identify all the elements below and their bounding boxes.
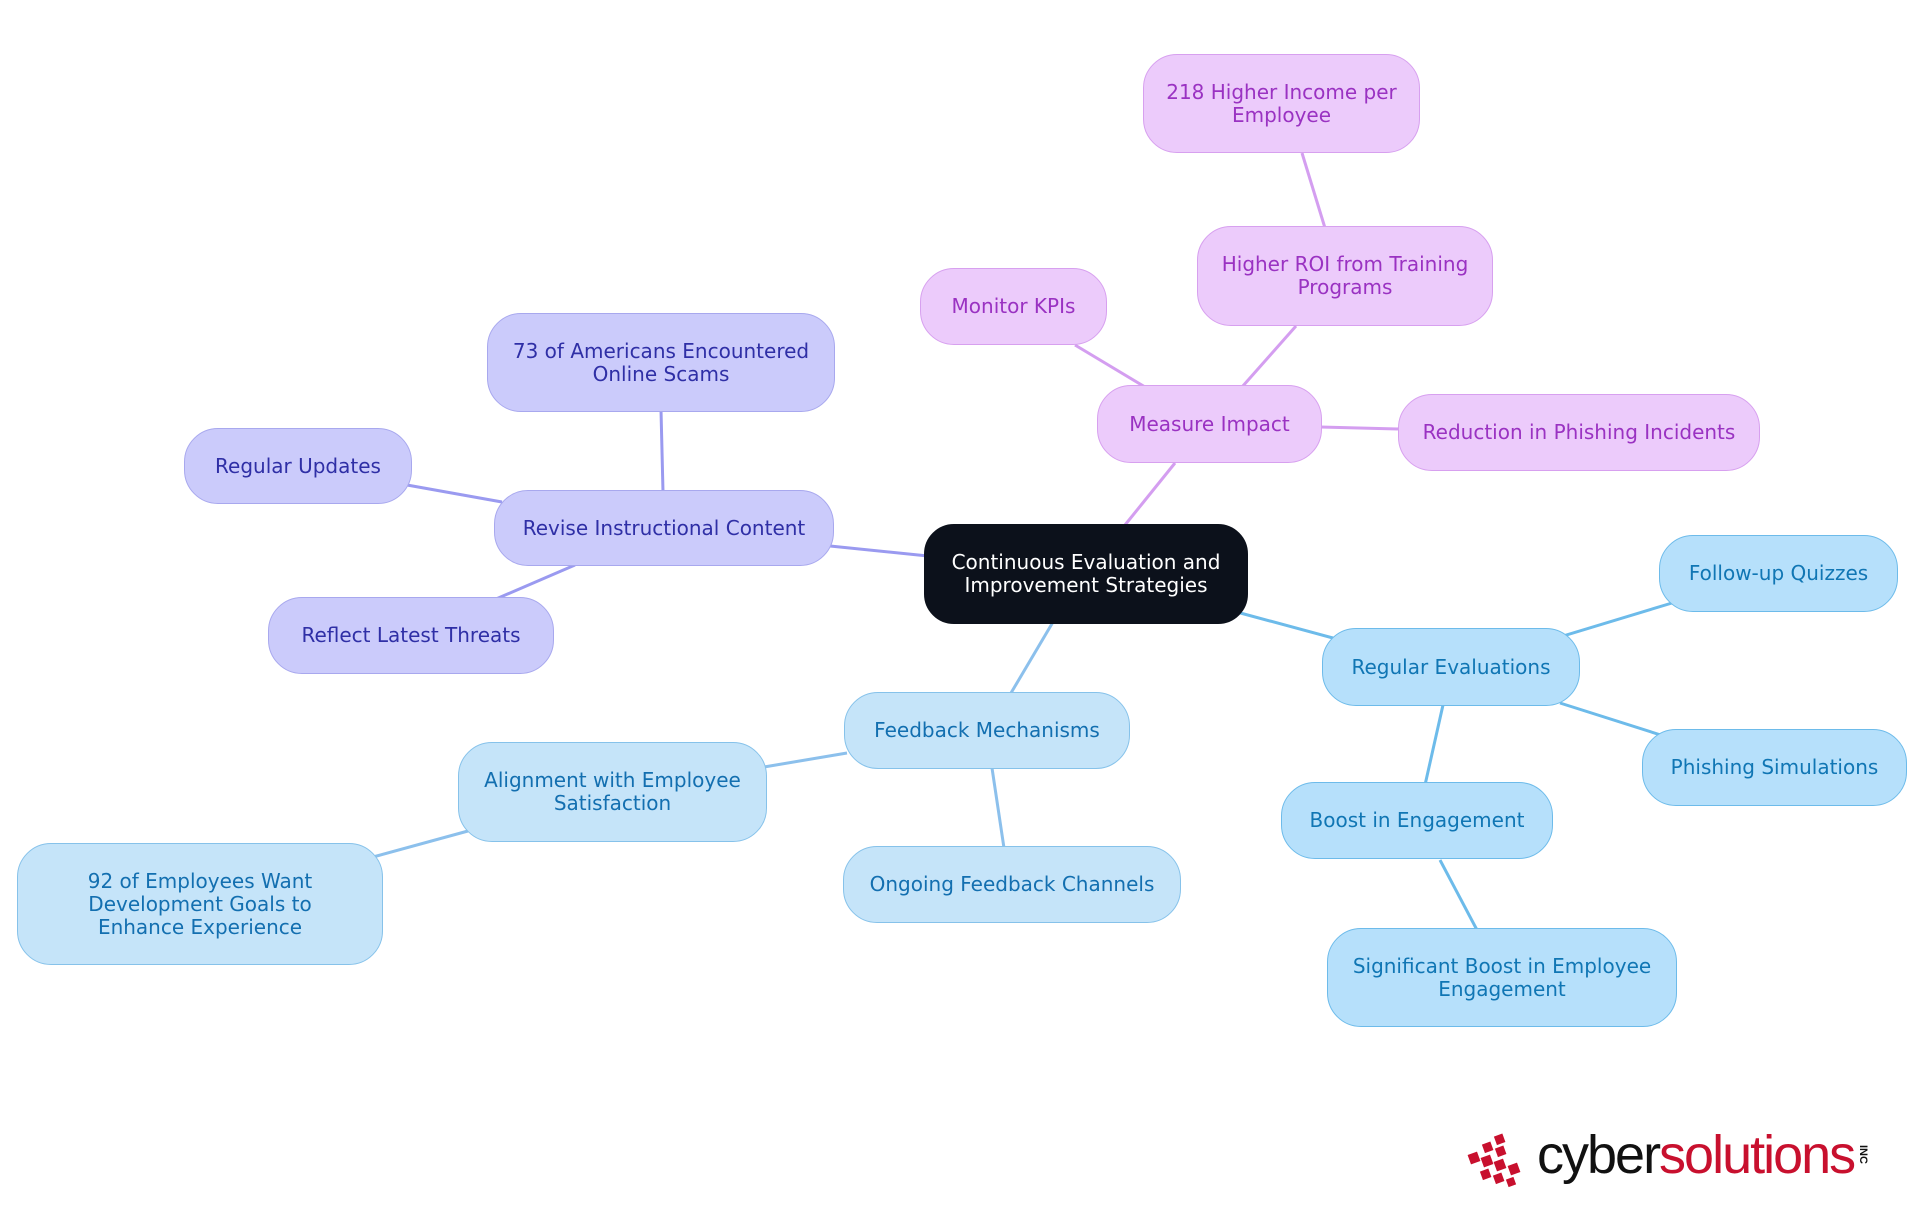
node-alignment-satisfaction[interactable]: Alignment with Employee Satisfaction [458, 742, 767, 842]
node-label: Significant Boost in Employee Engagement [1352, 953, 1652, 1001]
link-feedback-alignment [763, 751, 848, 769]
node-label: Feedback Mechanisms [874, 718, 1100, 742]
node-label: Alignment with Employee Satisfaction [484, 768, 741, 815]
node-label: Phishing Simulations [1670, 755, 1879, 779]
link-evaluations-quizzes [1562, 601, 1673, 638]
node-employees-development[interactable]: 92 of Employees Want Development Goals t… [17, 843, 383, 965]
node-feedback-mechanisms[interactable]: Feedback Mechanisms [844, 692, 1130, 769]
node-label: 218 Higher Income per Employee [1166, 79, 1397, 127]
link-impact-roi [1240, 325, 1298, 388]
node-higher-roi[interactable]: Higher ROI from Training Programs [1197, 226, 1493, 326]
node-label: 92 of Employees Want Development Goals t… [87, 868, 313, 939]
node-label: Revise Instructional Content [522, 515, 806, 540]
node-follow-up-quizzes[interactable]: Follow-up Quizzes [1659, 535, 1898, 612]
link-root-feedback [1009, 621, 1055, 694]
node-ongoing-feedback[interactable]: Ongoing Feedback Channels [843, 846, 1181, 923]
logo-inc-text: INC [1857, 1145, 1869, 1164]
link-impact-phishing [1319, 425, 1401, 431]
link-roi-income [1300, 152, 1327, 229]
links-azure [372, 621, 1055, 859]
node-label: Regular Evaluations [1351, 654, 1551, 679]
link-root-revise [829, 544, 929, 558]
node-higher-income[interactable]: 218 Higher Income per Employee [1143, 54, 1420, 153]
node-label: Measure Impact [1129, 411, 1290, 436]
root-node[interactable]: Continuous Evaluation and Improvement St… [924, 524, 1248, 624]
node-label: Higher ROI from Training Programs [1221, 252, 1469, 299]
link-feedback-ongoing [990, 767, 1006, 849]
link-revise-scams [659, 409, 665, 493]
node-label: Regular Updates [215, 453, 381, 478]
node-regular-evaluations[interactable]: Regular Evaluations [1322, 628, 1580, 706]
node-label: Reduction in Phishing Incidents [1422, 420, 1736, 444]
node-label: Monitor KPIs [951, 294, 1076, 318]
links-violet [1074, 152, 1401, 526]
node-boost-engagement[interactable]: Boost in Engagement [1281, 782, 1553, 859]
node-monitor-kpis[interactable]: Monitor KPIs [920, 268, 1107, 345]
link-evaluations-boost [1423, 704, 1445, 786]
node-reduction-phishing[interactable]: Reduction in Phishing Incidents [1398, 394, 1760, 471]
link-revise-threats [495, 563, 576, 601]
node-measure-impact[interactable]: Measure Impact [1097, 385, 1322, 463]
logo-wordmark: cybersolutions [1537, 1123, 1856, 1187]
link-boost-significant [1438, 859, 1479, 931]
node-label: 73 of Americans Encountered Online Scams [512, 338, 810, 386]
node-label: Follow-up Quizzes [1688, 561, 1869, 585]
link-revise-updates [406, 483, 503, 504]
node-phishing-simulations[interactable]: Phishing Simulations [1642, 729, 1907, 806]
node-label: Ongoing Feedback Channels [869, 872, 1155, 896]
links-indigo [406, 409, 929, 601]
node-label: Reflect Latest Threats [301, 623, 521, 647]
link-impact-kpis [1074, 343, 1146, 389]
node-regular-updates[interactable]: Regular Updates [184, 428, 412, 504]
link-evaluations-simulations [1559, 701, 1668, 739]
logo-cyber-text: cyber [1537, 1125, 1661, 1185]
link-root-evaluations [1232, 609, 1334, 640]
cybersolutions-logo: cybersolutions INC [1465, 1123, 1885, 1193]
link-alignment-92 [372, 829, 469, 859]
node-label: Boost in Engagement [1309, 808, 1525, 832]
root-label: Continuous Evaluation and Improvement St… [951, 550, 1221, 597]
node-significant-boost[interactable]: Significant Boost in Employee Engagement [1327, 928, 1677, 1027]
red-cube-mark-icon [1467, 1133, 1521, 1188]
links-sky [1232, 601, 1673, 931]
link-root-impact [1123, 462, 1177, 526]
node-americans-scams[interactable]: 73 of Americans Encountered Online Scams [487, 313, 835, 412]
node-revise-instructional-content[interactable]: Revise Instructional Content [494, 490, 834, 566]
node-reflect-latest-threats[interactable]: Reflect Latest Threats [268, 597, 554, 674]
logo-solutions-text: solutions [1659, 1125, 1856, 1185]
